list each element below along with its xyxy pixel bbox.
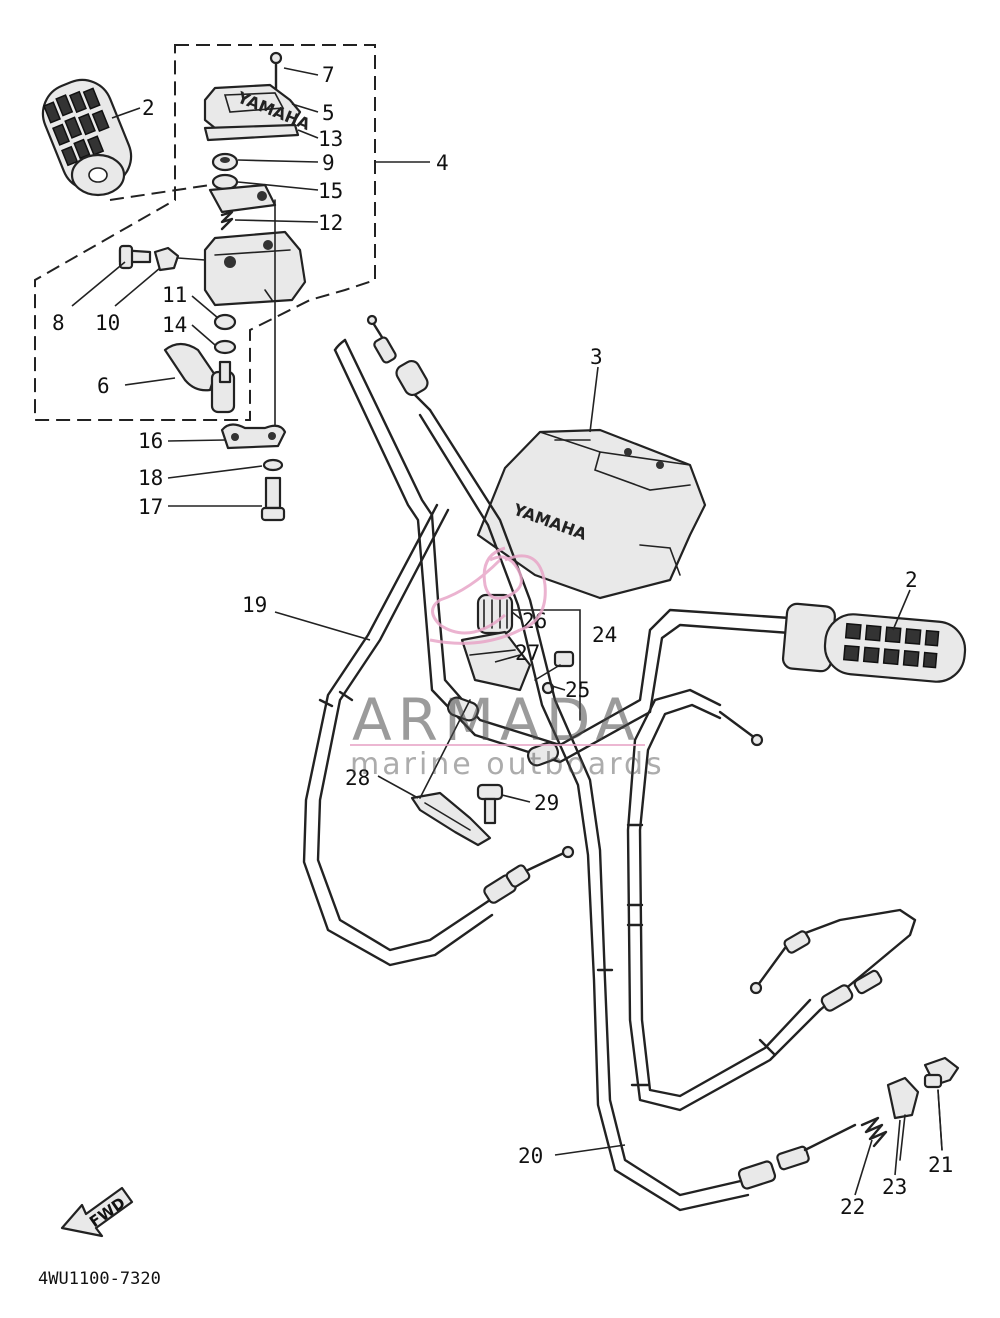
leader-lines (71, 67, 943, 1196)
nut-10 (153, 246, 206, 272)
label-13: 13 (318, 127, 343, 151)
label-27: 27 (515, 641, 540, 665)
label-17: 17 (138, 495, 163, 519)
spring-22 (860, 1116, 888, 1148)
cable-top-fitting (366, 314, 432, 412)
part-labels: 2 7 5 13 9 4 15 12 8 10 11 14 6 16 18 17… (52, 63, 953, 1219)
diagram-code: 4WU1100-7320 (38, 1269, 161, 1289)
bracket-16 (220, 423, 287, 450)
label-28: 28 (345, 766, 370, 790)
label-12: 12 (318, 211, 343, 235)
bolt-17 (260, 476, 286, 522)
watermark-logo (429, 546, 547, 645)
washer-11 (213, 313, 237, 331)
label-2-right: 2 (905, 568, 918, 592)
bracket-28 (410, 699, 492, 847)
label-4: 4 (436, 151, 449, 175)
label-7: 7 (322, 63, 335, 87)
brake-cable (626, 688, 917, 1112)
grip-to-assembly-dash (109, 184, 211, 201)
label-2-left: 2 (142, 96, 155, 120)
label-5: 5 (322, 101, 335, 125)
label-20: 20 (518, 1144, 543, 1168)
watermark-title: ARMADA (352, 686, 641, 754)
cap-23 (886, 1076, 920, 1161)
bolt-29 (476, 783, 504, 825)
label-19: 19 (242, 593, 267, 617)
handlebar-19 (333, 338, 792, 767)
label-18: 18 (138, 466, 163, 490)
washer-18 (262, 458, 284, 472)
label-24: 24 (592, 623, 617, 647)
label-25: 25 (565, 678, 590, 702)
label-16: 16 (138, 429, 163, 453)
label-10: 10 (95, 311, 120, 335)
label-14: 14 (162, 313, 187, 337)
throttle-lever-6 (163, 342, 236, 414)
label-21: 21 (928, 1153, 953, 1177)
armada-watermark: ARMADA marine outboards (350, 546, 665, 782)
label-11: 11 (162, 283, 187, 307)
washer-14 (213, 339, 237, 355)
label-15: 15 (318, 179, 343, 203)
label-23: 23 (882, 1175, 907, 1199)
right-grip (781, 602, 967, 683)
label-3: 3 (590, 345, 603, 369)
throttle-housing: YAMAHA (203, 51, 313, 307)
screw-8 (118, 244, 152, 270)
watermark-subtitle: marine outboards (350, 747, 665, 782)
handlebar-cover-3: YAMAHA (476, 428, 707, 600)
adjuster-21 (923, 1056, 960, 1151)
label-22: 22 (840, 1195, 865, 1219)
label-9: 9 (322, 151, 335, 175)
label-6: 6 (97, 374, 110, 398)
label-29: 29 (534, 791, 559, 815)
left-grip (41, 78, 133, 197)
label-8: 8 (52, 311, 65, 335)
fwd-arrow: FWD (60, 1186, 134, 1238)
left-control-cable (302, 503, 575, 967)
assembly-4-outline (34, 44, 376, 421)
